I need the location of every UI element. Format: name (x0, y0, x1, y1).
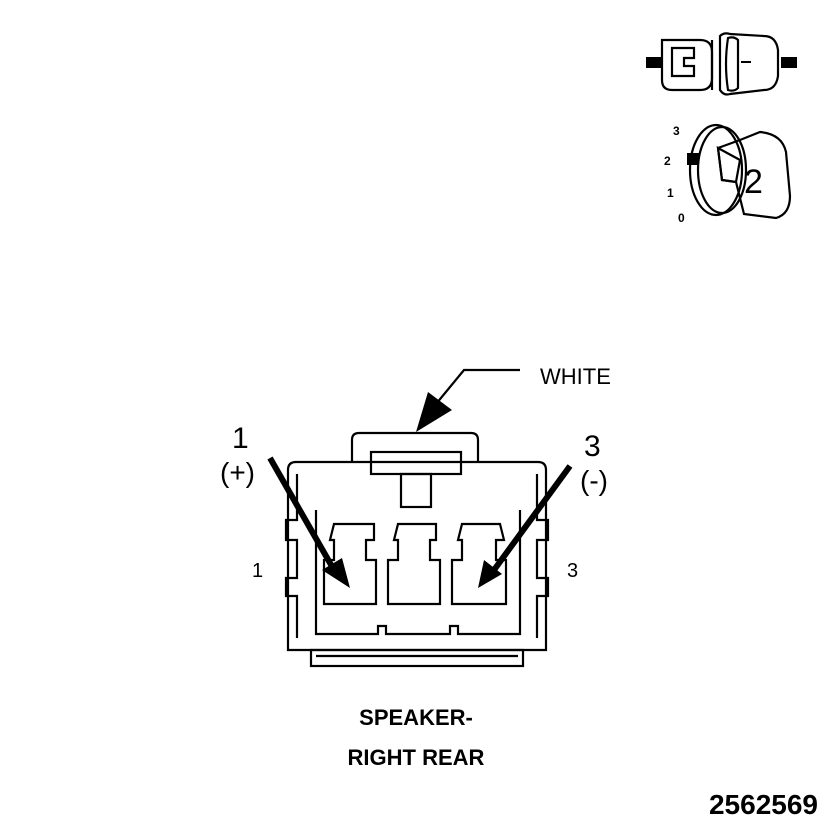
male-half-icon (660, 38, 714, 92)
pin-right-number: 3 (584, 430, 601, 463)
connector-view-icon: 3 2 1 0 2 (646, 32, 797, 225)
connector-color-label: WHITE (540, 364, 611, 389)
view-dial-icon (688, 123, 744, 217)
pin-left-polarity: (+) (220, 457, 255, 488)
callout-arrows (267, 368, 573, 588)
pin-3-arrowhead (478, 560, 502, 588)
pin-left-number: 1 (232, 422, 249, 455)
connector-latch (350, 431, 480, 462)
connector-housing (286, 460, 548, 652)
pin-right-polarity: (-) (580, 465, 608, 496)
cavity-1 (322, 522, 378, 606)
pin-1-arrow (267, 456, 337, 572)
cavity-2 (386, 522, 442, 606)
figure-id: 2562569 (709, 789, 818, 820)
dial-mark-2: 2 (664, 154, 671, 168)
pin-1-arrowhead (322, 558, 350, 588)
dial-mark-0: 0 (678, 211, 685, 225)
cavity-label-left: 1 (252, 560, 263, 582)
cavity-3 (450, 522, 508, 606)
right-wire-stub (781, 57, 797, 68)
dial-mark-3: 3 (673, 124, 680, 138)
connector-face (284, 431, 550, 668)
cavity-label-right: 3 (567, 560, 578, 582)
female-half-icon (718, 32, 780, 96)
connector-base (309, 648, 525, 668)
view-number: 2 (744, 163, 763, 201)
dial-indicator (687, 153, 699, 165)
white-arrowhead (416, 392, 452, 432)
dial-mark-1: 1 (667, 186, 674, 200)
pin-3-arrow (491, 464, 573, 572)
left-wire-stub (646, 57, 662, 68)
caption-line-2: RIGHT REAR (348, 745, 485, 770)
caption-line-1: SPEAKER- (359, 705, 473, 730)
white-leader-line (435, 368, 520, 405)
view-key-icon (716, 130, 792, 220)
